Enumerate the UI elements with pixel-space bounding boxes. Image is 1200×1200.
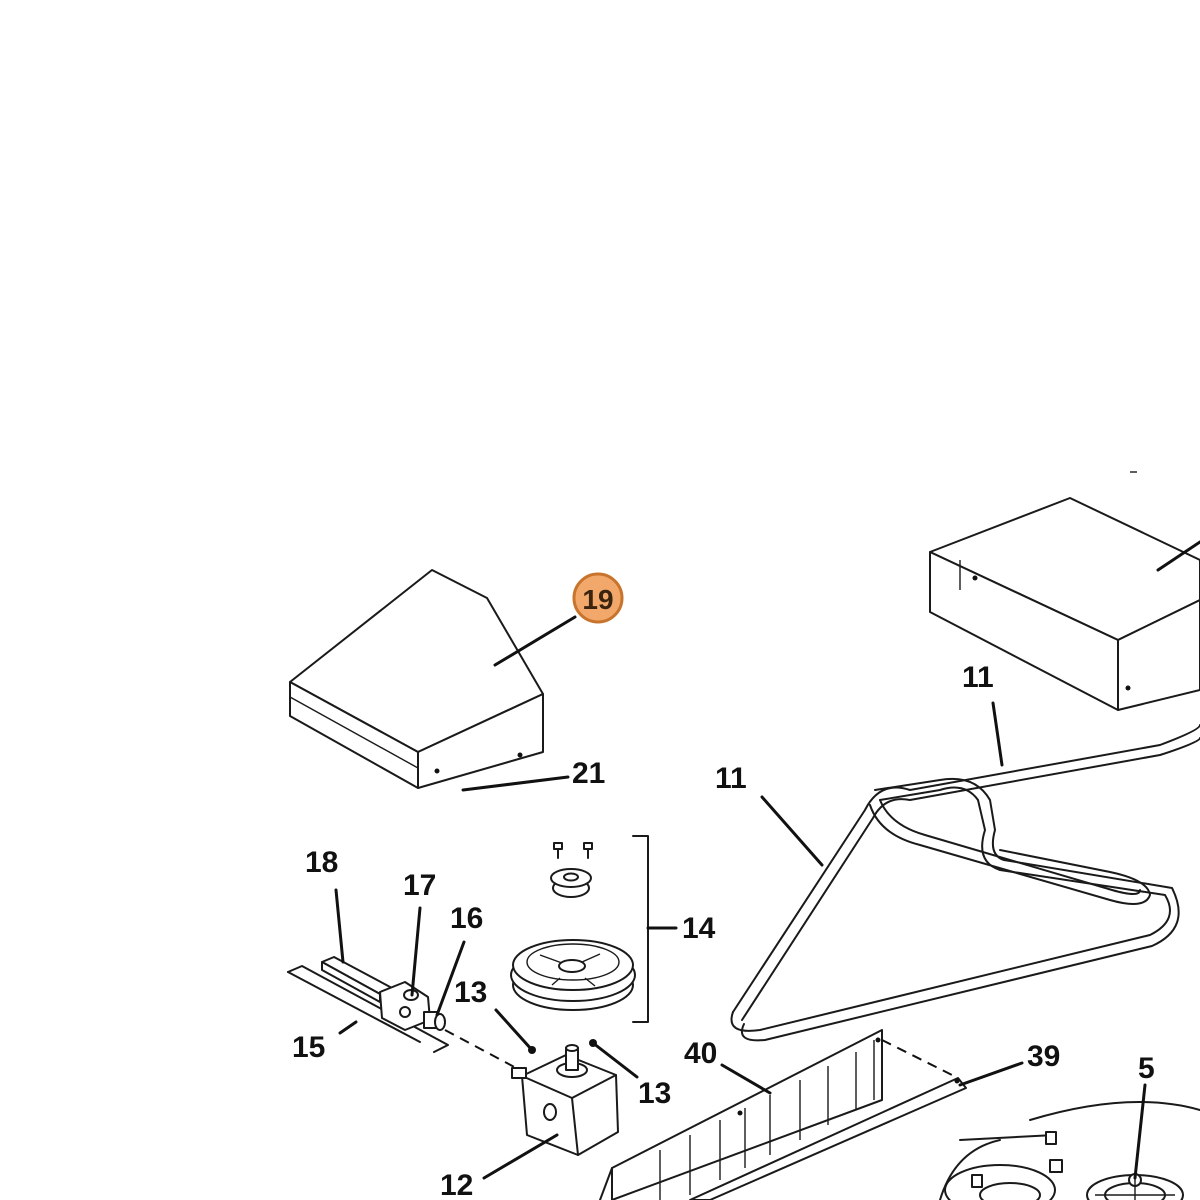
callout-5[interactable]: 5 bbox=[1138, 1052, 1155, 1085]
callout-11-lower[interactable]: 11 bbox=[715, 762, 747, 795]
gearbox[interactable] bbox=[511, 1044, 619, 1156]
callout-40[interactable]: 40 bbox=[684, 1037, 717, 1070]
belt-cover-right[interactable] bbox=[929, 471, 1200, 711]
belt-cover-left[interactable] bbox=[289, 569, 544, 789]
callout-19-label: 19 bbox=[582, 584, 613, 615]
callout-19[interactable]: 19 bbox=[572, 572, 624, 624]
shaft-coupling-assembly[interactable] bbox=[287, 956, 449, 1053]
callout-12[interactable]: 12 bbox=[440, 1169, 473, 1200]
callout-13-upper[interactable]: 13 bbox=[454, 976, 487, 1009]
v-belt-large[interactable] bbox=[730, 724, 1200, 1042]
mounting-plate-39[interactable] bbox=[689, 1039, 967, 1200]
callout-39[interactable]: 39 bbox=[1027, 1040, 1060, 1073]
pulley-assembly[interactable] bbox=[510, 842, 636, 1011]
baffle-plate-40[interactable] bbox=[599, 1029, 883, 1200]
callout-17[interactable]: 17 bbox=[403, 869, 436, 902]
v-belt-small[interactable] bbox=[869, 799, 1151, 905]
assembly-path-shaft bbox=[444, 1029, 521, 1071]
callout-11-upper[interactable]: 11 bbox=[962, 661, 994, 694]
leader-lines bbox=[334, 540, 1200, 1180]
callout-13-lower[interactable]: 13 bbox=[638, 1077, 671, 1110]
callout-15[interactable]: 15 bbox=[292, 1031, 325, 1064]
bracket-14 bbox=[632, 835, 649, 1023]
callout-18[interactable]: 18 bbox=[305, 846, 338, 879]
mower-deck[interactable] bbox=[939, 1101, 1200, 1200]
callout-21[interactable]: 21 bbox=[572, 757, 605, 790]
callout-16[interactable]: 16 bbox=[450, 902, 483, 935]
callout-14[interactable]: 14 bbox=[682, 912, 716, 945]
highlight-marker bbox=[572, 572, 624, 624]
